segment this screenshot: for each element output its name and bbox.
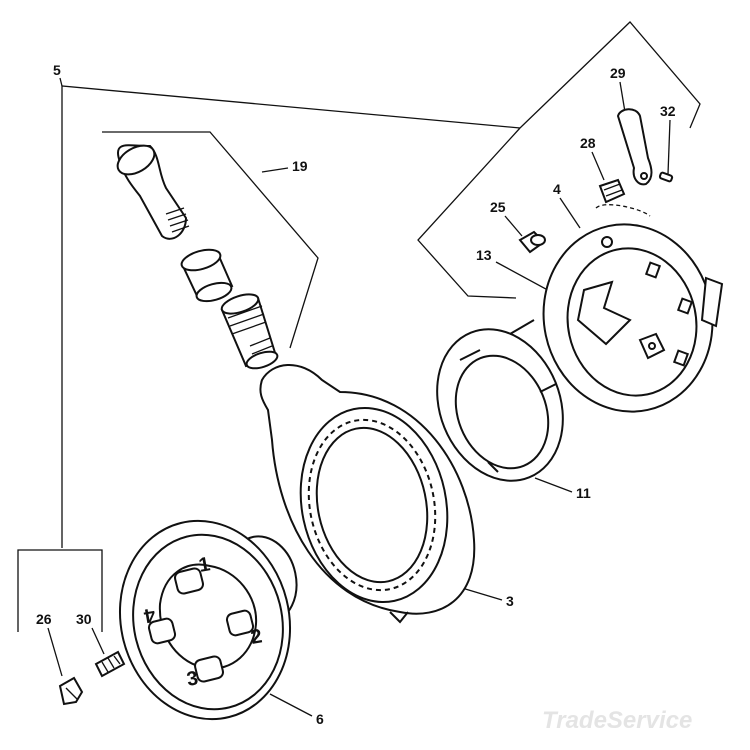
housing-ring-3: [259, 364, 476, 624]
callout-26: 26: [36, 611, 52, 627]
bracket-26-30: [17, 549, 103, 632]
cover-slot-b: [676, 297, 694, 315]
leader-19: [261, 167, 289, 173]
callout-5: 5: [53, 62, 61, 78]
pawl-ring-pin: [509, 319, 535, 335]
leader-5: [59, 77, 63, 87]
die-number-4: 4: [141, 603, 157, 627]
pawl-13: [638, 332, 666, 360]
die-number-3: 3: [185, 667, 200, 691]
die-number-1: 1: [197, 553, 212, 577]
spring-30: [94, 650, 126, 678]
leader-28: [591, 151, 605, 181]
housing-bore: [315, 426, 429, 584]
stud-25: [518, 230, 546, 254]
leader-3: [461, 587, 503, 601]
die-slot-3: [193, 655, 225, 683]
callout-30: 30: [76, 611, 92, 627]
cover-tab: [700, 276, 724, 328]
die-number-2: 2: [249, 625, 264, 649]
callout-11: 11: [576, 485, 591, 501]
pawl-ring-11: [436, 319, 564, 482]
pin-32: [658, 171, 674, 183]
callout-4: 4: [553, 181, 561, 197]
bracket-29-32-left: [417, 127, 521, 299]
leader-6: [269, 693, 313, 717]
cover-slot-c: [672, 349, 690, 367]
callout-labels: 5 19 29 32 28 4 25 13 11 3 26 30 6: [36, 62, 676, 727]
callout-19: 19: [292, 158, 308, 174]
callout-29: 29: [610, 65, 626, 81]
callout-32: 32: [660, 103, 676, 119]
callout-25: 25: [490, 199, 506, 215]
cover-plate-4: [542, 223, 724, 413]
leader-29: [619, 81, 626, 113]
lever-pivot: [640, 172, 648, 180]
handle-assembly-19: [116, 144, 279, 370]
handle-thread: [165, 207, 190, 233]
spring-28: [595, 178, 651, 217]
bracket-29-32-top: [519, 21, 701, 129]
lever-body: [616, 108, 653, 186]
clip-26: [58, 676, 84, 706]
lever-29: [616, 108, 653, 186]
callout-13: 13: [476, 247, 492, 263]
bushing: [180, 248, 234, 303]
leader-26: [47, 627, 63, 677]
leader-4: [559, 197, 581, 229]
pawl-ring-slots: [459, 349, 557, 473]
callout-28: 28: [580, 135, 596, 151]
cover-hole: [601, 236, 613, 248]
cover-slot-a: [644, 261, 662, 279]
die-slot-2: [225, 609, 255, 637]
watermark: TradeService: [542, 707, 692, 734]
leader-25: [504, 215, 523, 237]
pawl-hole: [648, 342, 656, 350]
die-head-6: 1 2 3 4: [118, 519, 298, 721]
leader-30: [91, 627, 105, 655]
spring-28-hint: [595, 204, 651, 217]
bracket-19: [102, 131, 319, 349]
pawl-ring-bore: [454, 354, 550, 470]
housing-lug: [389, 611, 409, 624]
leader-32: [667, 119, 671, 175]
die-slot-4: [147, 617, 177, 645]
callout-6: 6: [316, 711, 324, 727]
die-slot-1: [173, 567, 205, 595]
nipple: [220, 293, 279, 370]
leader-11: [534, 477, 573, 493]
handle-end-cap: [116, 144, 156, 176]
cover-cam: [576, 280, 632, 346]
callout-3: 3: [506, 593, 514, 609]
